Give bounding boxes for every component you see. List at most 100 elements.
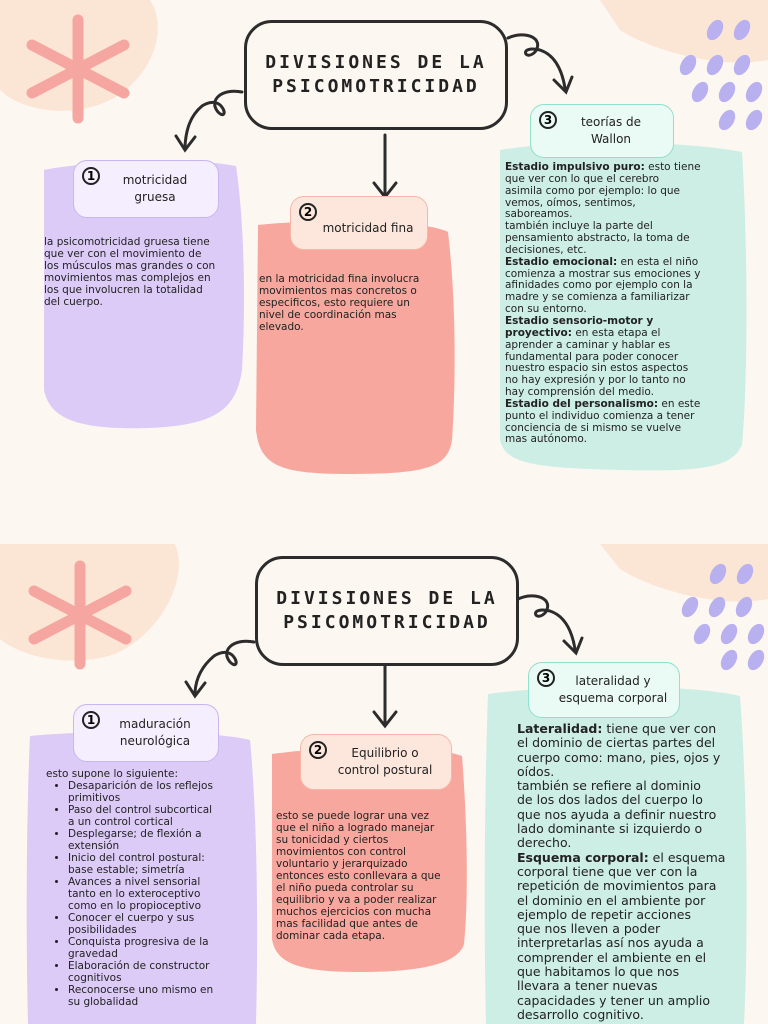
text-line: tiene que ver con [602,721,717,736]
text-line: asimila como por ejemplo: lo que [505,184,680,197]
star-decoration [26,14,130,124]
text-line: conciencia de si mismo se vuelve [505,421,682,434]
text-line: que nos lleven a poder [517,921,661,937]
text-line: oídos. [517,763,555,779]
text-bold: Lateralidad: [517,721,603,736]
text-line: movimientos mas concretos o [259,285,417,297]
text-bold: Estadio del personalismo: [505,397,659,410]
main-title-line-1: DIVISIONES DE LA [265,52,487,73]
text-line: en este [658,397,701,410]
arrow-center [372,133,398,200]
star-decoration [28,560,132,670]
label-line: neurológica [119,734,191,748]
text-line: en la motricidad fina involucra [259,273,420,285]
mint-card-background [484,686,747,1024]
arrow-right [506,33,574,95]
text-bold: Esquema corporal: [517,849,649,865]
main-title-line-1: DIVISIONES DE LA [276,588,498,609]
label-line: Equilibrio o [351,746,419,760]
label-motricidad-fina: 2 motricidad fina [290,196,428,250]
text-line: cuerpo como: mano, pies, ojos y [517,749,721,765]
text-line: saboreamos. [505,208,573,221]
label-line: lateralidad y [575,674,651,688]
text-line: elevado. [259,321,304,333]
text-motricidad-fina: en la motricidad fina involucra movimien… [259,273,449,333]
text-lateralidad-esquema-corporal: Lateralidad: tiene que ver con el domini… [517,721,745,1022]
peach-blob-left [0,544,179,661]
top-decorations [0,0,768,474]
text-line: vemos, oímos, sentimos, [505,196,636,209]
number-3-icon: 3 [539,111,557,129]
bottom-decorations [0,544,768,1024]
text-line: corporal tiene que ver con la [517,863,698,879]
label-line: control postural [337,763,433,777]
text-line: en esta el niño [617,255,699,268]
text-line: especificos, esto requiere un [259,297,410,309]
text-line: repetición de movimientos para [517,878,717,894]
text-teorias-wallon: Estadio impulsivo puro: esto tiene que v… [505,161,741,446]
arrow-left [174,89,244,153]
text-line: los que involucren la totalidad [44,284,203,296]
text-line: nuestro espacio sin estos aspectos [505,362,689,375]
label-motricidad-gruesa: 1 motricidad gruesa [73,160,219,218]
dots-decoration [681,563,765,671]
main-title-box: DIVISIONES DE LA PSICOMOTRICIDAD [255,556,519,666]
text-line: su tonicidad y ciertos [276,834,389,846]
label-line: motricidad fina [322,220,414,235]
label-line: maduración [119,717,191,731]
list-item: Inicio del control postural:base estable… [68,852,256,876]
text-line: fundamental para poder conocer [505,350,679,363]
arrow-right [516,594,584,656]
coral-card-background [256,221,455,474]
text-bold: Estadio impulsivo puro: [505,161,645,173]
text-line: que ver con el movimiento de [44,248,202,260]
page-separator [0,512,768,544]
arrow-center [372,664,398,729]
text-line: en esta etapa el [571,326,661,339]
text-line: dominar cada etapa. [276,930,386,942]
text-line: entonces esto conllevara a que [276,870,441,882]
label-teorias-wallon: 3 teorías de Wallon [530,104,674,158]
text-line: de los dos lados del cuerpo lo [517,792,703,808]
number-1-icon: 1 [82,167,100,185]
text-line: esto se puede lograr una vez [276,810,429,822]
number-2-icon: 2 [299,203,317,221]
text-line: interpretarlas así nos ayuda a [517,935,704,951]
text-line: capacidades y tener un amplio [517,992,711,1008]
text-line: no hay expresión y por lo tanto no [505,374,686,387]
coral-card-background [272,747,467,972]
text-line: comienza a mostrar sus emociones y [505,267,701,280]
text-line: que habitamos lo que nos [517,964,680,980]
text-line: movimientos mas complejos en [44,272,211,284]
text-line: derecho. [517,835,572,851]
text-maduracion-neurologica: esto supone lo siguiente: Desaparición d… [46,768,256,1008]
number-3-icon: 3 [537,669,555,687]
main-title-line-2: PSICOMOTRICIDAD [272,76,480,97]
text-bold: proyectivo: [505,326,572,339]
text-line: pensamiento abstracto, la toma de [505,232,690,245]
number-1-icon: 1 [82,711,100,729]
text-equilibrio-control-postural: esto se puede lograr una vez que el niño… [276,810,466,942]
text-line: ejemplo de repetir acciones [517,906,691,922]
label-equilibrio-control-postural: 2 Equilibrio o control postural [300,734,452,790]
text-line: equilibrio y va a poder realizar [276,894,437,906]
label-line: esquema corporal [558,691,668,705]
text-line: los músculos mas grandes o con [44,260,216,272]
text-line: que el niño a logrado manejar [276,822,435,834]
label-line: gruesa [134,190,176,204]
label-line: Wallon [590,132,632,146]
label-lateralidad-esquema-corporal: 3 lateralidad y esquema corporal [528,662,680,718]
text-line: aprender a caminar y hablar es [505,338,671,351]
text-line: mas facilidad que antes de [276,918,418,930]
label-line: motricidad [122,173,188,187]
dots-decoration [679,19,763,131]
bottom-section: DIVISIONES DE LA PSICOMOTRICIDAD 1 madur… [0,544,768,1024]
text-line: esto tiene [644,161,701,173]
text-line: con su entorno. [505,303,587,316]
main-title-line-2: PSICOMOTRICIDAD [283,612,491,633]
